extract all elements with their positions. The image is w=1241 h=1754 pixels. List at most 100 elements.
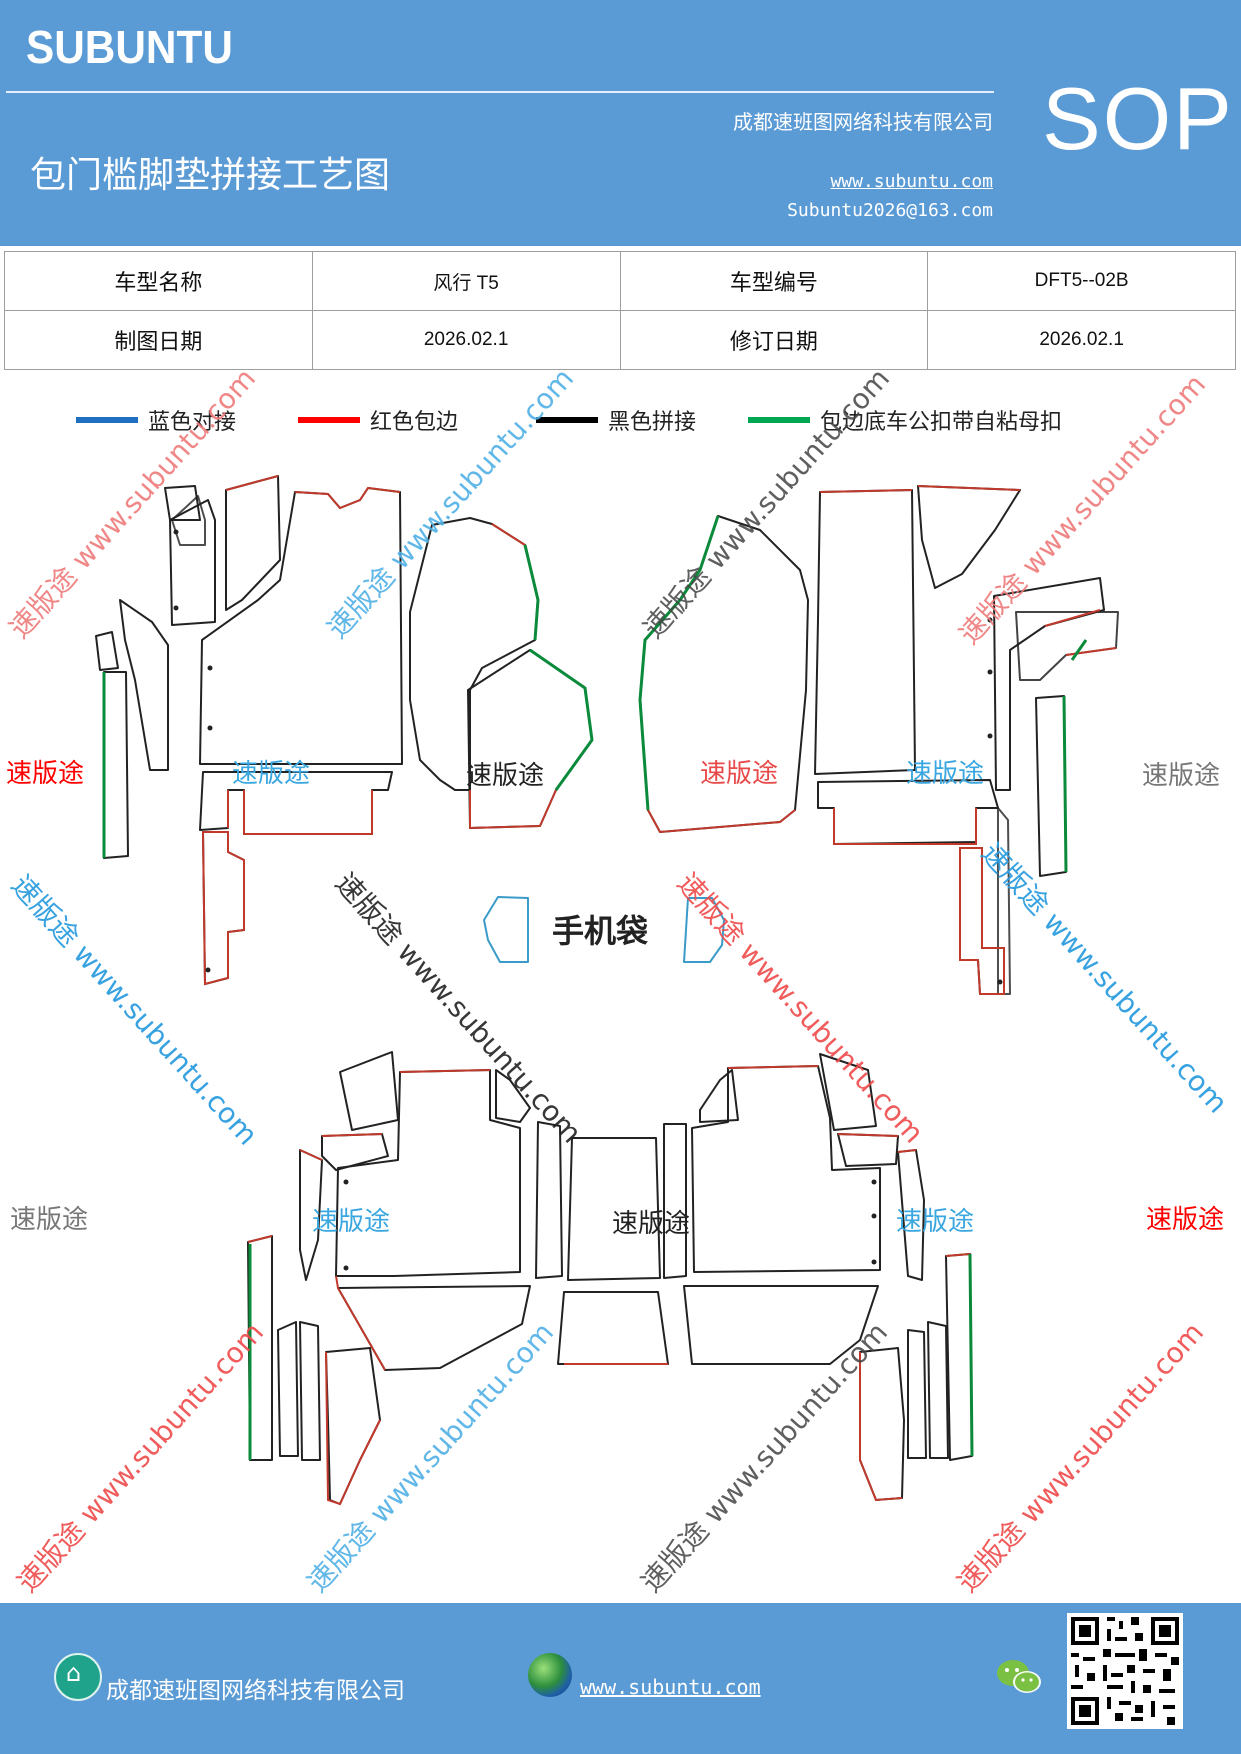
table-row: 车型名称 风行 T5 车型编号 DFT5--02B [4, 251, 1236, 311]
mat-piece [299, 1321, 321, 1461]
brand-logo-text: SUBUNTU [26, 21, 233, 73]
legend-swatch-blue [76, 417, 138, 423]
watermark-url-line: 速版途 www.subuntu.com [301, 1316, 560, 1599]
mat-piece [557, 1291, 669, 1365]
watermark-text: 速版途 [896, 1207, 974, 1237]
mat-piece [325, 1347, 381, 1505]
mat-piece [103, 671, 129, 859]
header-banner: SUBUNTU 成都速班图网络科技有限公司 包门槛脚垫拼接工艺图 www.sub… [0, 0, 1241, 246]
mat-piece [495, 1069, 531, 1123]
legend-item-red: 红色包边 [298, 404, 458, 436]
mat-piece [567, 1137, 661, 1281]
legend-item-black: 黑色拼接 [536, 404, 696, 436]
fix-dot [205, 967, 211, 973]
fix-dot [987, 669, 993, 675]
legend-swatch-green [748, 417, 810, 423]
fix-dot [173, 605, 179, 611]
mat-piece [247, 1235, 273, 1461]
qr-code[interactable] [1067, 1613, 1183, 1729]
mat-piece [639, 515, 809, 833]
green-edge [1070, 639, 1088, 661]
table-row: 制图日期 2026.02.1 修订日期 2026.02.1 [4, 310, 1236, 370]
mat-piece [907, 1329, 927, 1459]
mat-piece [699, 1069, 739, 1123]
mat-piece [691, 1065, 881, 1273]
footer-website-link[interactable]: www.subuntu.com [580, 1675, 761, 1699]
mat-piece [199, 487, 403, 765]
red-edge [201, 831, 245, 986]
mat-piece [119, 599, 169, 771]
fix-dot [871, 1259, 877, 1265]
green-edge [523, 544, 540, 641]
watermark-text: 速版途 [10, 1205, 88, 1235]
legend-label-blue: 蓝色对接 [148, 410, 237, 435]
green-edge [529, 648, 594, 791]
mat-piece [814, 489, 916, 775]
red-edge [335, 1275, 668, 1371]
watermark-text: 速版途 [232, 759, 310, 789]
red-edge [321, 1133, 899, 1137]
watermark-text: 速版途 [1146, 1205, 1224, 1235]
red-edge [294, 486, 401, 510]
mat-piece [817, 779, 999, 845]
draw-date-label: 制图日期 [4, 310, 313, 370]
phone-bag-right [683, 897, 725, 963]
fix-dot [987, 733, 993, 739]
watermark-text: 速版途 [906, 759, 984, 789]
page-title: 包门槛脚垫拼接工艺图 [30, 155, 391, 196]
fix-dot [871, 1213, 877, 1219]
doc-type-label: SOP [1042, 69, 1234, 168]
mat-piece [409, 517, 539, 791]
email-address: Subuntu2026@163.com [787, 200, 993, 221]
red-edge [959, 847, 1005, 995]
red-edge [819, 485, 1021, 493]
mat-piece [859, 1347, 905, 1501]
red-edge [833, 808, 977, 845]
legend-item-blue: 蓝色对接 [76, 404, 236, 436]
fix-dot [871, 1179, 877, 1185]
mat-piece [959, 847, 1005, 995]
watermark-text: 速版途 [700, 759, 778, 789]
fix-dot [987, 617, 993, 623]
wechat-icon [997, 1660, 1041, 1693]
mat-piece [169, 499, 216, 626]
mat-piece [917, 485, 1021, 589]
watermark-text: 速版途 [466, 761, 544, 791]
model-code-label: 车型编号 [619, 251, 929, 311]
mat-piece [945, 1253, 973, 1461]
mat-piece [95, 631, 119, 671]
red-edge [227, 790, 373, 835]
mat-piece [164, 485, 201, 521]
red-edge [469, 789, 557, 830]
mat-piece [199, 771, 393, 835]
mat-piece [997, 807, 1011, 995]
mat-piece [993, 577, 1105, 791]
mat-piece [321, 1133, 389, 1171]
mat-piece [467, 649, 593, 829]
footer-company: 成都速班图网络科技有限公司 [106, 1678, 405, 1704]
watermark-url-line: 速版途 www.subuntu.com [329, 867, 588, 1150]
color-legend: 蓝色对接 红色包边 黑色拼接 包边底车公扣带自粘母扣 [0, 400, 1241, 440]
fix-dot [343, 1179, 349, 1185]
watermark-text: 速版途 [612, 1209, 690, 1239]
fix-dot [207, 665, 213, 671]
model-name-label: 车型名称 [4, 251, 313, 311]
watermark-url-line: 速版途 www.subuntu.com [635, 1316, 894, 1599]
red-edge [859, 1352, 903, 1502]
green-edge [638, 515, 720, 811]
company-name: 成都速班图网络科技有限公司 [733, 110, 993, 134]
watermark-url-line: 速版途 www.subuntu.com [671, 867, 930, 1150]
watermark-text: 速版途 [312, 1207, 390, 1237]
model-code-value: DFT5--02B [927, 251, 1236, 311]
home-icon [54, 1653, 102, 1701]
website-link[interactable]: www.subuntu.com [830, 171, 993, 192]
fix-dot [173, 529, 179, 535]
red-edge [325, 1351, 381, 1506]
model-name-value: 风行 T5 [311, 251, 621, 311]
legend-item-green: 包边底车公扣带自粘母扣 [748, 404, 1062, 436]
green-edge [1062, 695, 1068, 873]
mat-piece [535, 1121, 563, 1279]
legend-swatch-black [536, 417, 598, 423]
watermark-text: 速版途 [1142, 761, 1220, 791]
mat-piece [335, 1069, 521, 1277]
